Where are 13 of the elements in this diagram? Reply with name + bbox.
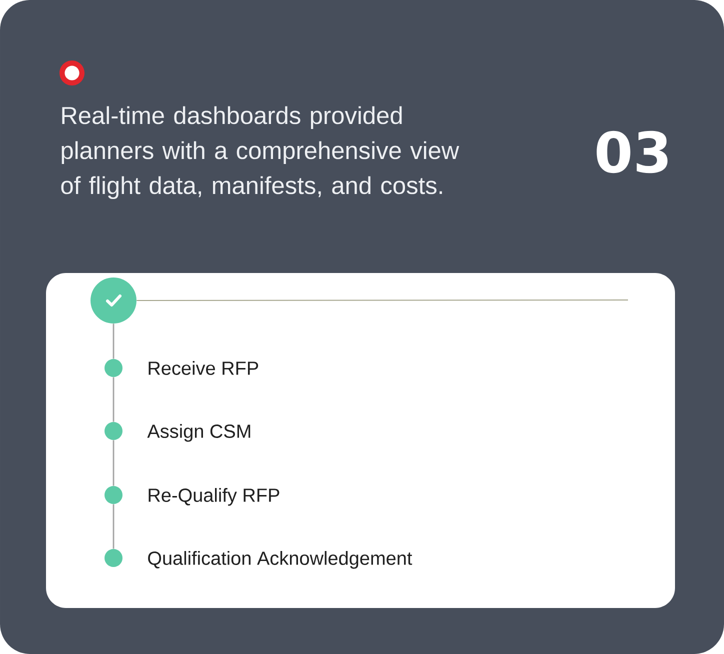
connector-line (136, 300, 628, 301)
panel (46, 273, 675, 608)
step-number: 03 (596, 130, 668, 174)
description: Real-time dashboards provided planners with a comprehensive view of flight data, manifests, and costs. (61, 106, 460, 200)
connector-line (112, 440, 114, 486)
check-circle (90, 278, 136, 324)
step-label: Qualification Acknowledgement (148, 551, 412, 569)
step-label: Assign CSM (147, 424, 250, 442)
step-label: Re-Qualify RFP (148, 488, 280, 506)
connector-line (112, 504, 114, 549)
step-label: Receive RFP (148, 361, 258, 375)
connector-line (112, 377, 114, 422)
connector-line (112, 324, 114, 359)
